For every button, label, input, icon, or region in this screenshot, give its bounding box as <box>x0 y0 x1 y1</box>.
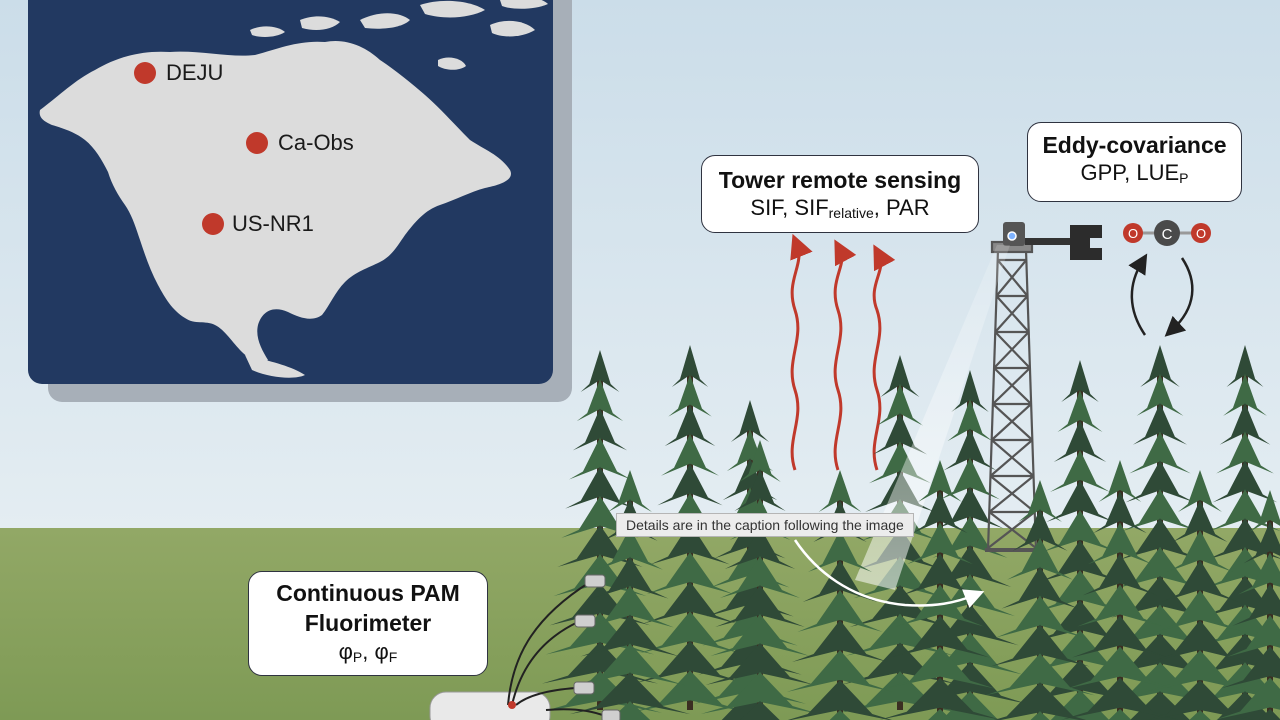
pam-fluorimeter-box: Continuous PAM Fluorimeter φP, φF <box>248 571 488 676</box>
eddy-covariance-title: Eddy-covariance <box>1042 132 1227 158</box>
pam-metrics: φP, φF <box>338 639 398 665</box>
co2-molecule: O C O <box>1123 220 1211 246</box>
site-markers <box>134 62 268 235</box>
sensor-field-of-view <box>855 245 1010 590</box>
north-america-map <box>28 0 572 402</box>
site-label-deju: DEJU <box>166 60 224 85</box>
oxygen-left <box>1123 223 1143 243</box>
svg-text:O: O <box>1128 226 1138 241</box>
spruce-tree <box>1061 460 1179 720</box>
oxygen-right <box>1191 223 1211 243</box>
tower-remote-sensing-metrics: SIF, SIFrelative, PAR <box>750 195 930 221</box>
sif-wave-2 <box>833 239 857 471</box>
site-dot-ca-obs <box>246 132 268 154</box>
tower-remote-sensing-box: Tower remote sensing SIF, SIFrelative, P… <box>701 155 979 233</box>
spruce-tree <box>985 480 1095 720</box>
svg-text:C: C <box>1162 226 1173 243</box>
eddy-covariance-metrics: GPP, LUEP <box>1080 160 1189 186</box>
north-america-landmass <box>39 40 511 363</box>
svg-text:O: O <box>1196 226 1206 241</box>
site-label-ca-obs: Ca-Obs <box>278 130 354 155</box>
caption-tooltip: Details are in the caption following the… <box>616 513 914 537</box>
pam-instrument <box>429 574 621 720</box>
pam-title-line-1: Continuous PAM <box>276 580 460 606</box>
spruce-tree <box>1215 490 1280 720</box>
light-path-arrow <box>793 539 985 608</box>
pam-title-line-2: Fluorimeter <box>304 610 432 636</box>
site-dot-us-nr1 <box>202 213 224 235</box>
eddy-covariance-box: Eddy-covariance GPP, LUEP <box>1027 122 1242 202</box>
sif-wave-3 <box>872 244 896 471</box>
sif-wave-1 <box>790 233 813 471</box>
site-label-us-nr1: US-NR1 <box>232 211 314 236</box>
spruce-tree <box>1145 470 1255 720</box>
site-dot-deju <box>134 62 156 84</box>
sif-emission-arrows <box>790 233 896 471</box>
tower-remote-sensing-title: Tower remote sensing <box>718 167 962 193</box>
co2-exchange-arrows <box>1128 253 1194 337</box>
carbon <box>1154 220 1180 246</box>
tower-sensor <box>1003 222 1102 260</box>
